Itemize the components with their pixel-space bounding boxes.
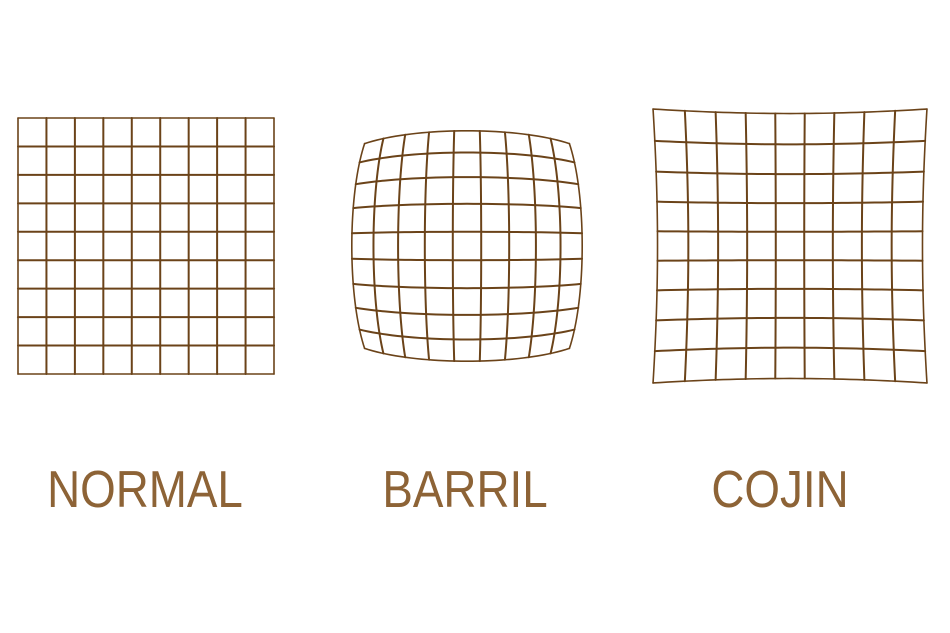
pincushion-grid-line-horizontal-1: [653, 139, 927, 146]
barrel-grid-line-horizontal-6: [352, 282, 582, 290]
barrel-grid-line-horizontal-0: [363, 129, 571, 145]
pincushion-grid-line-horizontal-2: [655, 170, 925, 176]
barrel-grid-line-vertical-9: [568, 142, 584, 350]
normal-grid: [17, 117, 275, 375]
pincushion-grid-line-horizontal-5: [656, 259, 924, 262]
barrel-grid-line-horizontal-1: [358, 151, 576, 164]
pincushion-grid-line-horizontal-0: [652, 108, 928, 115]
barrel-grid-line-horizontal-3: [352, 202, 582, 210]
pincushion-grid-line-vertical-9: [921, 108, 928, 384]
pincushion-grid-line-vertical-4: [774, 112, 777, 380]
barrel-grid-line-vertical-5: [478, 129, 483, 363]
barrel-grid-line-vertical-0: [350, 142, 366, 350]
pincushion-grid-line-horizontal-4: [656, 230, 924, 233]
pincushion-grid-line-horizontal-7: [655, 316, 925, 322]
pincushion-grid-line-horizontal-6: [656, 287, 924, 292]
barrel-grid-line-horizontal-2: [354, 176, 580, 186]
barrel-grid-line-horizontal-4: [350, 230, 584, 235]
pincushion-grid-line-vertical-3: [744, 112, 749, 380]
barrel-grid-line-vertical-1: [372, 137, 385, 355]
pincushion-label: COJIN: [711, 461, 849, 519]
pincushion-grid-line-vertical-7: [860, 111, 866, 381]
barrel-grid-line-horizontal-9: [363, 347, 571, 363]
barrel-grid-line-horizontal-8: [358, 328, 576, 341]
barrel-grid-line-vertical-3: [423, 131, 431, 361]
pincushion-grid-line-vertical-1: [683, 109, 690, 383]
normal-label: NORMAL: [47, 461, 243, 519]
barrel-grid-line-horizontal-5: [350, 257, 584, 262]
barrel-grid-line-horizontal-7: [354, 306, 580, 316]
barrel-label: BARRIL: [382, 461, 548, 519]
barrel-grid-line-vertical-2: [397, 133, 407, 359]
pincushion-grid-line-horizontal-3: [656, 200, 924, 205]
pincushion-grid-line-vertical-8: [890, 109, 897, 383]
pincushion-grid: [652, 108, 928, 384]
barrel-grid-line-vertical-6: [503, 131, 511, 361]
pincushion-grid-line-vertical-6: [831, 112, 836, 380]
pincushion-grid-line-horizontal-9: [652, 377, 928, 384]
pincushion-grid-line-horizontal-8: [653, 346, 927, 353]
pincushion-grid-line-vertical-0: [652, 108, 659, 384]
barrel-grid: [350, 129, 584, 363]
pincushion-grid-line-vertical-5: [803, 112, 806, 380]
barrel-grid-line-vertical-7: [527, 133, 537, 359]
barrel-grid-line-vertical-8: [549, 137, 562, 355]
barrel-grid-line-vertical-4: [451, 129, 456, 363]
pincushion-grid-line-vertical-2: [714, 111, 720, 381]
